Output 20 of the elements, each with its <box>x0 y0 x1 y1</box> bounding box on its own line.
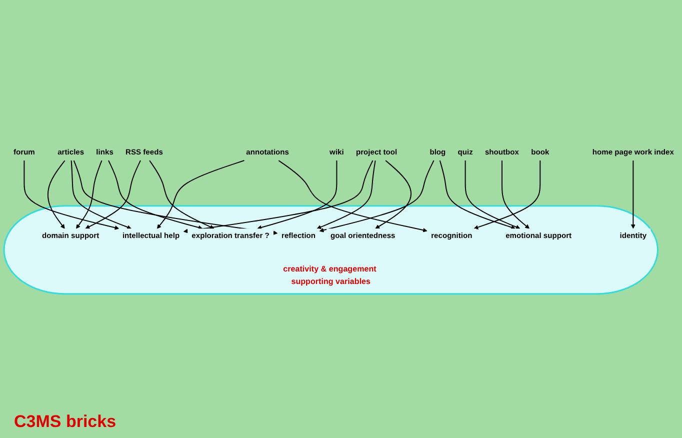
note-text: C3MS bricks <box>14 412 118 432</box>
arrow <box>47 160 66 229</box>
arrow <box>630 160 636 229</box>
arrow <box>257 160 338 230</box>
arrow <box>156 160 244 229</box>
arrow <box>464 160 520 230</box>
arrow <box>108 160 203 230</box>
arrow <box>375 160 412 229</box>
arrow <box>183 160 374 234</box>
arrow <box>474 160 541 230</box>
arrow <box>316 160 376 230</box>
arrow <box>85 160 141 229</box>
arrow <box>70 160 132 230</box>
arrow <box>319 160 434 232</box>
arrow <box>76 160 102 229</box>
arrow <box>24 160 120 230</box>
arrow <box>278 160 428 232</box>
arrow <box>502 160 530 229</box>
arrow <box>439 160 516 230</box>
arrow <box>149 160 214 229</box>
